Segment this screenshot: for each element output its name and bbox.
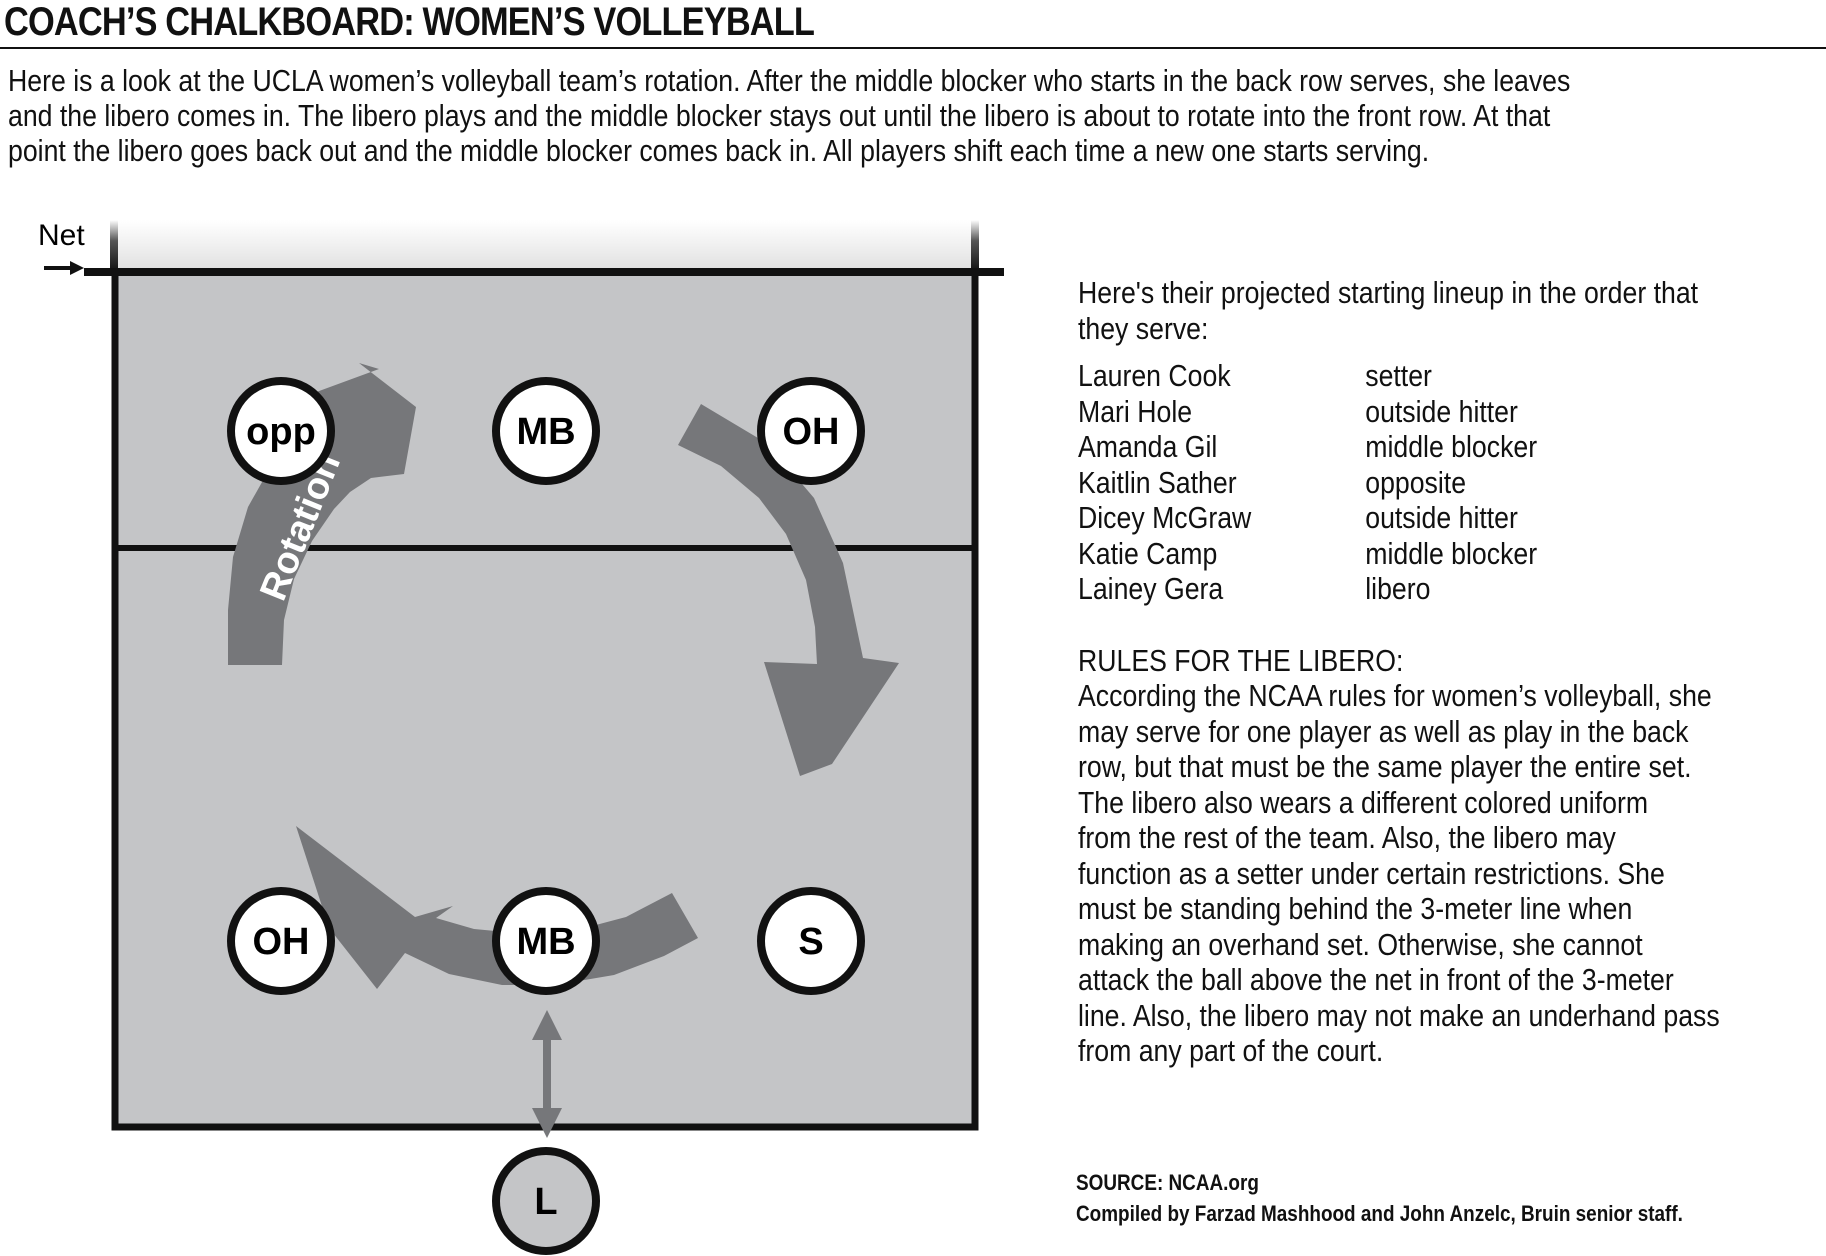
- position-front-middle: MB: [492, 377, 600, 485]
- rules-line: making an overhand set. Otherwise, she c…: [1078, 926, 1643, 962]
- compiled-line: Compiled by Farzad Mashhood and John Anz…: [1076, 1201, 1683, 1226]
- rules-line: function as a setter under certain restr…: [1078, 855, 1665, 891]
- intro-line: Here is a look at the UCLA women’s volle…: [8, 63, 1571, 98]
- rules-line: must be standing behind the 3-meter line…: [1078, 891, 1633, 926]
- title-rule: [0, 47, 1826, 49]
- player-role: middle blocker: [1365, 429, 1538, 464]
- player-name: Mari Hole: [1078, 393, 1193, 429]
- position-label: OH: [253, 921, 310, 963]
- intro-line: point the libero goes back out and the m…: [8, 133, 1430, 168]
- lineup-panel: Here's their projected starting lineup i…: [1078, 275, 1826, 1069]
- player-role: middle blocker: [1365, 535, 1538, 571]
- court-diagram: Net Rotation opp MB OH OH MB S: [38, 219, 1004, 1255]
- position-back-right: S: [757, 887, 865, 995]
- intro-paragraph: Here is a look at the UCLA women’s volle…: [8, 63, 1780, 168]
- player-name: Katie Camp: [1078, 535, 1218, 571]
- rules-line: attack the ball above the net in front o…: [1078, 962, 1674, 997]
- net-post-right: [971, 220, 979, 272]
- player-role: outside hitter: [1365, 500, 1518, 535]
- player-name: Amanda Gil: [1078, 429, 1218, 464]
- position-back-left: OH: [227, 887, 335, 995]
- rules-line: According the NCAA rules for women’s vol…: [1078, 678, 1712, 713]
- rotation-arrow-top-left: [228, 363, 416, 665]
- lineup-intro-line: they serve:: [1078, 310, 1209, 346]
- lineup-row: Lainey Gera libero: [1078, 571, 1826, 607]
- net-area: [115, 220, 975, 272]
- position-back-middle: MB: [492, 887, 600, 995]
- lineup-intro-line: Here's their projected starting lineup i…: [1078, 275, 1699, 310]
- position-label: S: [798, 921, 823, 963]
- position-label: opp: [246, 411, 316, 453]
- lineup-row: Kaitlin Sather opposite: [1078, 465, 1826, 501]
- libero-swap-arrow-icon: [532, 1010, 562, 1138]
- position-front-right: OH: [757, 377, 865, 485]
- credits: SOURCE: NCAA.org Compiled by Farzad Mash…: [1076, 1167, 1826, 1229]
- position-label: MB: [516, 921, 575, 963]
- lineup-row: Amanda Gil middle blocker: [1078, 429, 1826, 465]
- lineup-row: Lauren Cook setter: [1078, 358, 1826, 394]
- player-name: Kaitlin Sather: [1078, 464, 1237, 500]
- rules-line: may serve for one player as well as play…: [1078, 713, 1689, 749]
- lineup-row: Dicey McGraw outside hitter: [1078, 500, 1826, 536]
- player-name: Dicey McGraw: [1078, 500, 1252, 535]
- libero-rules: RULES FOR THE LIBERO: According the NCAA…: [1078, 643, 1826, 1069]
- rules-line: from the rest of the team. Also, the lib…: [1078, 820, 1616, 855]
- lineup-list: Lauren Cook setter Mari Hole outside hitte…: [1078, 358, 1826, 607]
- rules-line: row, but that must be the same player th…: [1078, 749, 1692, 784]
- rules-line: The libero also wears a different colore…: [1078, 784, 1649, 820]
- player-name: Lainey Gera: [1078, 571, 1224, 606]
- position-label: L: [534, 1181, 557, 1223]
- lineup-row: Mari Hole outside hitter: [1078, 394, 1826, 430]
- net-label: Net: [38, 219, 85, 252]
- rules-line: from any part of the court.: [1078, 1033, 1384, 1068]
- rules-heading: RULES FOR THE LIBERO:: [1078, 642, 1404, 678]
- intro-line: and the libero comes in. The libero play…: [8, 98, 1551, 133]
- lineup-row: Katie Camp middle blocker: [1078, 536, 1826, 572]
- net-arrow-icon: [44, 261, 84, 275]
- rules-line: line. Also, the libero may not make an u…: [1078, 997, 1720, 1033]
- player-name: Lauren Cook: [1078, 358, 1231, 393]
- source-line: SOURCE: NCAA.org: [1076, 1170, 1259, 1195]
- player-role: opposite: [1365, 464, 1467, 500]
- page-title: COACH’S CHALKBOARD: WOMEN’S VOLLEYBALL: [4, 0, 815, 44]
- position-front-left: opp: [227, 377, 335, 485]
- player-role: setter: [1365, 358, 1432, 393]
- rotation-arrow-right: [678, 404, 899, 776]
- position-label: MB: [516, 411, 575, 453]
- player-role: outside hitter: [1365, 393, 1518, 429]
- position-label: OH: [783, 411, 840, 453]
- position-libero: L: [492, 1147, 600, 1255]
- net-post-left: [110, 220, 118, 272]
- player-role: libero: [1365, 571, 1431, 606]
